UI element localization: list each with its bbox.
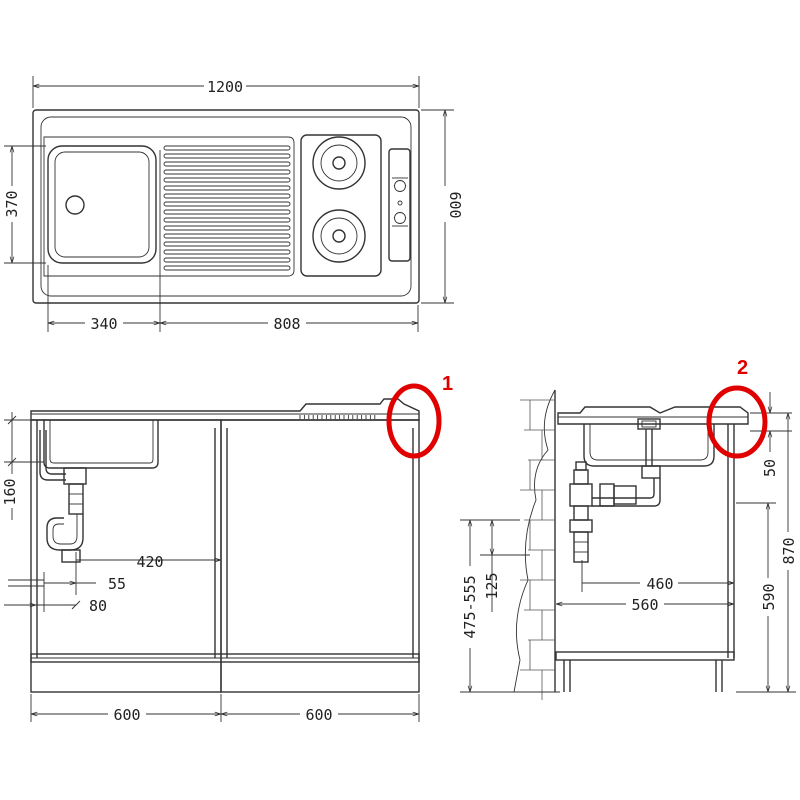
- callout-2-circle: [706, 385, 768, 459]
- u-trap: [46, 514, 84, 551]
- trap-outlet: [61, 549, 81, 563]
- drainer-rib: [163, 225, 291, 231]
- knob-rear-icon: [394, 180, 406, 192]
- dim-side-460: 460: [646, 575, 673, 593]
- drain-hole: [65, 195, 85, 215]
- sink-drainer-plate: [43, 136, 295, 277]
- cabinet-left: [30, 419, 222, 693]
- waste-pipe: [68, 483, 84, 515]
- drainer-rib: [163, 217, 291, 223]
- knob-front-icon: [394, 212, 406, 224]
- dim-side-range: 475-555: [461, 575, 479, 638]
- dim-cabinet-right: 600: [305, 706, 332, 724]
- side-plinth: [555, 651, 735, 661]
- drainer-rib: [163, 177, 291, 183]
- dim-top-depth: 600: [446, 191, 464, 218]
- callout-2-label: 2: [737, 357, 748, 379]
- dim-side-560: 560: [631, 596, 658, 614]
- callout-1-label: 1: [442, 373, 453, 395]
- dim-side-590: 590: [760, 583, 778, 610]
- drainer-rib: [163, 193, 291, 199]
- drainer-rib: [163, 265, 291, 271]
- drainer-ribs: [163, 145, 291, 271]
- hotplate-rear-center: [332, 156, 346, 170]
- front-worktop: [30, 398, 420, 421]
- dim-side-870: 870: [780, 537, 798, 564]
- side-view: 460 560 50 870 590 475-555 125 2: [460, 357, 798, 700]
- dim-side-50: 50: [761, 459, 779, 477]
- drainer-rib: [163, 153, 291, 159]
- wall-connector: [569, 483, 593, 507]
- dim-top-width: 1200: [207, 78, 243, 96]
- side-worktop: [557, 406, 749, 425]
- hotplate-front-outer: [312, 209, 366, 263]
- worktop-inner-rim: [40, 116, 412, 297]
- worktop-outline: [32, 109, 420, 304]
- dim-front-height: 160: [1, 478, 19, 505]
- hob-vents: [299, 415, 376, 419]
- drainer-rib: [163, 201, 291, 207]
- dim-side-125: 125: [483, 572, 501, 599]
- drainer-rib: [163, 161, 291, 167]
- hotplate-front-inner: [320, 217, 358, 255]
- side-waste: [641, 465, 661, 479]
- sink-bowl-inner: [54, 151, 150, 258]
- hob-panel: [300, 134, 382, 277]
- dim-55: 55: [108, 575, 126, 593]
- control-strip: [388, 148, 411, 262]
- drainer-rib: [163, 241, 291, 247]
- wall-hatching: [520, 399, 555, 700]
- dim-80: 80: [89, 597, 107, 615]
- waste-fitting: [63, 467, 87, 485]
- callout-1-circle: [386, 383, 442, 459]
- dim-trap-offset: 420: [136, 553, 163, 571]
- front-bowl: [43, 420, 159, 469]
- drainer-rib: [163, 145, 291, 151]
- dim-drainer-width: 808: [273, 315, 300, 333]
- drainer-rib: [163, 185, 291, 191]
- drainer-rib: [163, 169, 291, 175]
- hotplate-rear-outer: [312, 136, 366, 190]
- indicator-light-icon: [397, 200, 403, 206]
- dim-bowl-depth: 370: [3, 190, 21, 217]
- drainer-rib: [163, 233, 291, 239]
- dim-cabinet-left: 600: [113, 706, 140, 724]
- drainer-rib: [163, 209, 291, 215]
- drainer-rib: [163, 257, 291, 263]
- top-view: 1200 600 370 340 808: [3, 76, 464, 333]
- hotplate-front-center: [332, 229, 346, 243]
- front-view: 160 420 55 80 600 600 1: [1, 373, 453, 724]
- overflow-box: [637, 418, 661, 430]
- hotplate-rear-inner: [320, 144, 358, 182]
- dim-bowl-width: 340: [90, 315, 117, 333]
- sink-bowl-outer: [47, 145, 157, 264]
- drainer-rib: [163, 249, 291, 255]
- cabinet-right: [220, 419, 420, 693]
